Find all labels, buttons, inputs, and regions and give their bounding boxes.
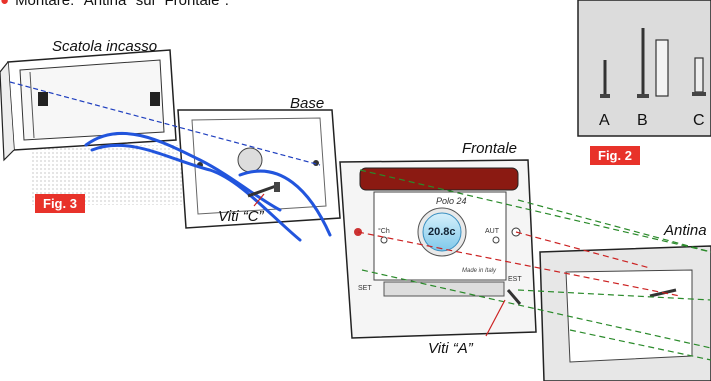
device-made-in: Made in Italy: [462, 268, 497, 274]
fig3-badge: Fig. 3: [35, 194, 85, 213]
instruction-text: Montare: "Antina" sul "Frontale".: [15, 0, 229, 9]
viti-c-screw: [247, 182, 280, 207]
fig2-badge: Fig. 2: [590, 146, 640, 165]
device-brand: Polo 24: [436, 196, 467, 206]
alignment-lines-red: [357, 231, 681, 297]
scatola-incasso: [0, 49, 177, 162]
device-ch-label: °Ch: [378, 228, 390, 235]
antina-cover: [539, 245, 711, 381]
device-est-label: EST: [508, 276, 522, 283]
alignment-line-blue: [9, 81, 321, 166]
frontale-device: [339, 159, 537, 339]
fig2-letter-c: C: [693, 112, 705, 129]
bullet-dot: ●: [0, 0, 10, 9]
frontale-label: Frontale: [462, 140, 518, 157]
viti-c-label: Viti “C”: [218, 208, 264, 225]
viti-a-screw: [485, 289, 522, 337]
base-label: Base: [290, 95, 325, 112]
base-plate: [177, 109, 341, 229]
device-display: 20.8c: [428, 226, 456, 238]
antina-label: Antina: [664, 222, 707, 239]
device-set-label: SET: [358, 285, 372, 292]
alignment-lines-green: [359, 169, 711, 361]
fig2-letter-b: B: [637, 112, 648, 129]
device-aut-label: AUT: [485, 228, 499, 235]
fig2-inset: [577, 0, 711, 137]
viti-a-label: Viti “A”: [428, 340, 473, 357]
fig2-letter-a: A: [599, 112, 610, 129]
instruction-header: ● Montare: "Antina" sul "Frontale".: [0, 0, 229, 9]
wires: [84, 131, 332, 242]
scatola-incasso-label: Scatola incasso: [52, 38, 158, 55]
